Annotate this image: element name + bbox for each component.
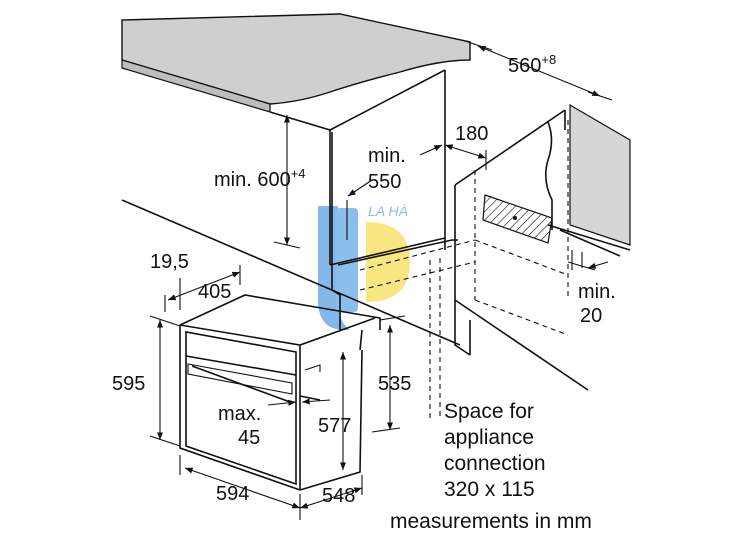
- dim-535: 535: [378, 373, 411, 395]
- svg-text:LA HÀ: LA HÀ: [368, 203, 408, 219]
- units-note: measurements in mm: [390, 510, 592, 533]
- countertop: [121, 13, 471, 113]
- oven-body: [179, 294, 381, 491]
- dim-548: 548: [322, 485, 355, 507]
- connection-box: [482, 194, 553, 244]
- dim-180: 180: [455, 123, 488, 145]
- dimension-labels: 560+8 min. 600+4 min. 550 180 min. 20 19…: [112, 52, 616, 507]
- dimension-lines: [149, 39, 613, 520]
- dim-595: 595: [112, 373, 145, 395]
- watermark-logo: LA HÀ: [318, 203, 410, 330]
- niche-cabinet: [121, 69, 589, 391]
- dim-min-600: min. 600+4: [214, 166, 306, 191]
- dim-max-45-b: 45: [238, 427, 260, 449]
- dim-min-550-a: min.: [368, 145, 406, 167]
- dim-405: 405: [198, 281, 231, 303]
- side-panel: [547, 103, 631, 257]
- dim-594: 594: [216, 483, 249, 505]
- dim-min-20-b: 20: [580, 305, 602, 327]
- connection-note: Space for appliance connection 320 x 115…: [390, 400, 592, 533]
- dashed-guides: [359, 120, 569, 420]
- dim-min-20-a: min.: [578, 281, 616, 303]
- note-line-3: connection: [444, 452, 546, 475]
- dim-max-45-a: max.: [218, 403, 261, 425]
- dim-19-5: 19,5: [150, 251, 189, 273]
- note-line-4: 320 x 115: [444, 478, 535, 501]
- note-line-2: appliance: [444, 426, 534, 449]
- dim-min-550-b: 550: [368, 171, 401, 193]
- dim-577: 577: [318, 415, 351, 437]
- dim-560: 560+8: [508, 52, 556, 77]
- note-line-1: Space for: [444, 400, 534, 423]
